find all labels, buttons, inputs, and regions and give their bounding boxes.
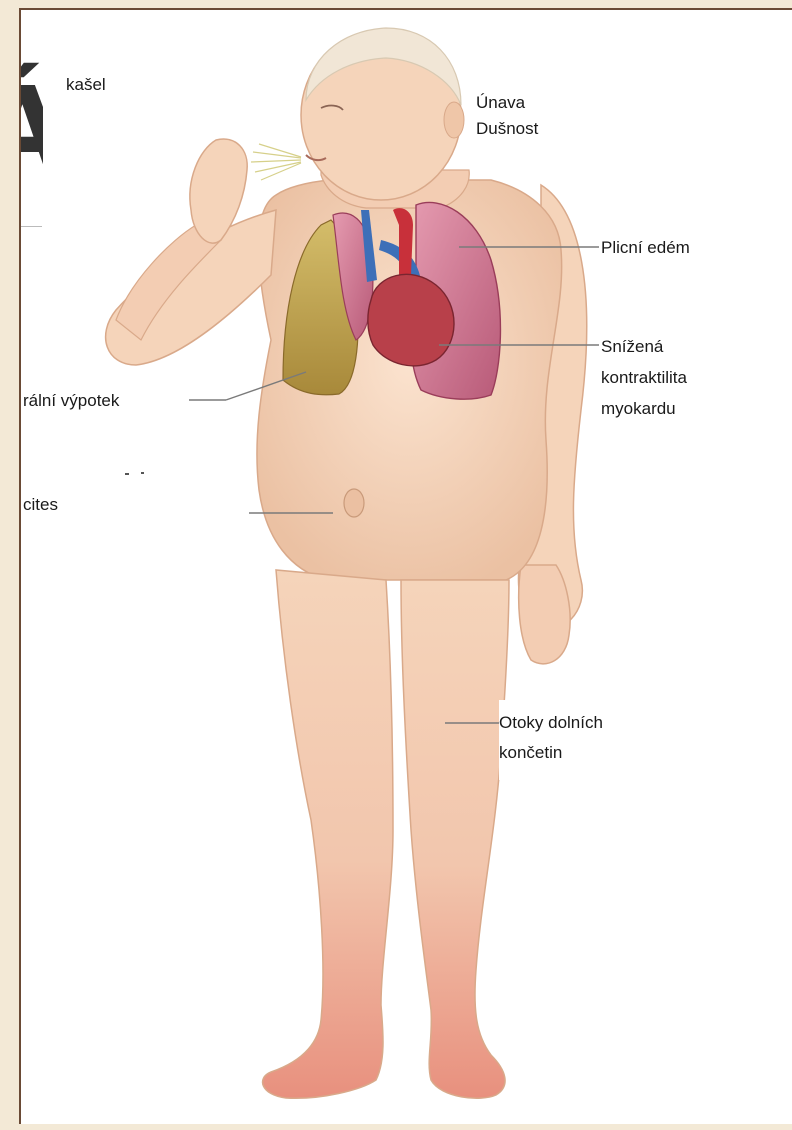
diagram-frame: Á <box>19 8 792 1124</box>
right-leg <box>401 580 509 1098</box>
label-contractility-line1: Snížená <box>601 334 663 359</box>
label-pleural-effusion: rální výpotek <box>23 388 119 413</box>
right-hand <box>519 565 570 664</box>
ear <box>444 102 464 138</box>
label-contractility-line2: kontraktilita <box>601 365 687 390</box>
label-fatigue: Únava <box>476 90 525 115</box>
label-pulmonary-edema: Plicní edém <box>601 235 690 260</box>
label-contractility-line3: myokardu <box>601 396 676 421</box>
label-leg-edema-line2: končetin <box>499 740 562 765</box>
cough-spray <box>251 144 301 180</box>
label-dyspnea: Dušnost <box>476 116 538 141</box>
left-leg <box>263 570 393 1098</box>
label-ascites: cites <box>23 492 58 517</box>
label-leg-edema-line1: Otoky dolních <box>499 710 603 735</box>
label-cough: kašel <box>66 72 106 97</box>
navel <box>344 489 364 517</box>
stray-marks <box>125 472 144 475</box>
